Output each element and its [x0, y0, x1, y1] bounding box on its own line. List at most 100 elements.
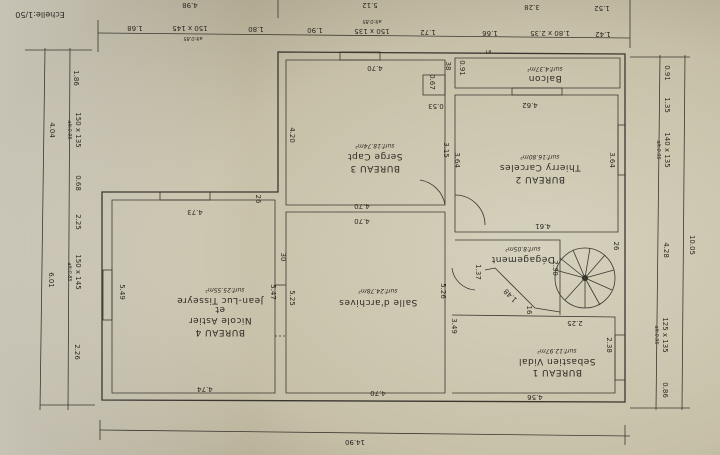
dim-label: 3.28 — [524, 3, 540, 11]
window-label: 150 x 145 — [172, 24, 207, 32]
window-label: 125 x 135 — [661, 317, 669, 352]
room-occupant: Thierry Carceles — [499, 162, 581, 172]
dim-label: 1.68 — [127, 24, 143, 32]
dim-label: 0.91 — [458, 60, 466, 76]
dim-label: 2.30 — [551, 260, 559, 276]
room-surface: surf:4.37m² — [527, 65, 563, 72]
dim-label: 38 — [444, 62, 452, 71]
dim-label: 6.01 — [47, 272, 55, 288]
room-bureau-1: BUREAU 1 Sebastien Vidal surf:12.97m² — [519, 347, 596, 377]
dim-label: 10.05 — [688, 235, 696, 255]
room-surface: surf:24.78m² — [358, 287, 398, 294]
room-conjunction: et — [215, 304, 225, 314]
dim-label: 4.98 — [182, 1, 198, 9]
dim-label: 1.86 — [72, 70, 80, 86]
bottom-dimension: 14.90 — [345, 438, 365, 446]
dim-label: 4.62 — [522, 101, 538, 109]
dim-label: 2.25 — [567, 319, 583, 327]
left-dimensions: 4.04 6.01 1.86 150 x 135 alt:0.95 0.68 2… — [47, 70, 82, 360]
right-dimensions: 0.91 1.35 140 x 135 alt:0.95 4.28 125 x … — [653, 65, 696, 398]
dim-label: 1.72 — [420, 28, 436, 36]
window-height: alt:0.85 — [183, 35, 202, 41]
room-name: BUREAU 1 — [532, 367, 582, 377]
dimension-lines — [25, 0, 690, 445]
dim-label: 4.74 — [197, 385, 213, 393]
window-height: alt:0.95 — [66, 120, 72, 139]
dim-label: 4.28 — [662, 242, 670, 258]
dim-label: 1.90 — [307, 26, 323, 34]
dim-label: 4.70 — [367, 64, 383, 72]
dim-label: 2.26 — [73, 344, 81, 360]
dim-label: 5.49 — [118, 284, 126, 300]
room-name: Salle d'archives — [339, 297, 418, 307]
window-height: alt:0.95 — [653, 325, 659, 344]
window-label: 140 x 135 — [663, 132, 671, 167]
room-occupant: Jean-Luc Tisseyre — [177, 295, 265, 305]
dim-label: 1.52 — [594, 4, 610, 12]
room-name: Dégagement — [491, 254, 554, 265]
room-surface: surf:16.80m² — [520, 153, 560, 160]
room-balcon: Balcon surf:4.37m² — [527, 65, 563, 83]
dim-label: 3.64 — [608, 152, 616, 168]
window-label: 150 x 135 — [74, 112, 82, 147]
dim-label: 4.70 — [370, 389, 386, 397]
dim-label: 4.04 — [48, 122, 56, 138]
window-label: 1.80 x 2.35 — [530, 29, 570, 37]
scale-label: Echelle:1/50 — [15, 10, 64, 19]
dim-label: 4.56 — [527, 393, 543, 401]
room-name: BUREAU 2 — [515, 174, 565, 184]
room-degagement: Dégagement surf:8.05m² — [491, 245, 554, 265]
window-height: alt:0.85 — [362, 18, 381, 24]
dim-label: 5 — [484, 50, 492, 54]
window-label: 150 x 145 — [74, 254, 82, 289]
dim-label: 16 — [525, 306, 533, 315]
dim-label: 0.86 — [661, 382, 669, 398]
dim-label: 3.15 — [442, 142, 450, 158]
window-height: alt:0.85 — [66, 262, 72, 281]
dim-label: 4.20 — [288, 127, 296, 143]
room-occupant: Serge Capt — [348, 151, 403, 161]
dim-label: 0.91 — [663, 65, 671, 81]
dim-label: 5.25 — [288, 290, 296, 306]
room-occupant: Nicole Astier — [188, 315, 251, 325]
dim-label: 1.42 — [595, 30, 611, 38]
dim-label: 1.80 — [248, 25, 264, 33]
room-bureau-2: BUREAU 2 Thierry Carceles surf:16.80m² — [499, 153, 581, 184]
dim-label: 2.25 — [74, 214, 82, 230]
room-name: BUREAU 4 — [195, 327, 245, 337]
dim-label: 26 — [254, 195, 262, 204]
room-surface: surf:18.74m² — [355, 142, 395, 149]
dim-label: 0.68 — [74, 175, 82, 191]
spiral-staircase — [554, 247, 616, 309]
room-surface: surf:25.55m² — [205, 286, 245, 293]
dim-label: 0.67 — [428, 74, 436, 90]
room-surface: surf:12.97m² — [537, 347, 577, 354]
dim-label: 3.49 — [450, 318, 458, 334]
room-name: BUREAU 3 — [350, 163, 400, 173]
window-label: 150 x 135 — [354, 27, 389, 35]
room-bureau-4: BUREAU 4 Nicole Astier et Jean-Luc Tisse… — [177, 286, 265, 337]
dim-label: 3.64 — [453, 152, 461, 168]
dim-label: 1.35 — [663, 97, 671, 113]
dim-label: 0.53 — [428, 102, 444, 110]
dim-label: 30 — [279, 253, 287, 262]
dim-label: 4.73 — [187, 208, 203, 216]
room-bureau-3: BUREAU 3 Serge Capt surf:18.74m² — [348, 142, 403, 173]
room-archives: Salle d'archives surf:24.78m² — [339, 287, 418, 307]
dim-label: 5.26 — [439, 283, 447, 299]
dim-label: 1.66 — [482, 29, 498, 37]
dim-label: 26 — [612, 242, 620, 251]
room-name: Balcon — [528, 73, 561, 83]
room-occupant: Sebastien Vidal — [519, 356, 596, 366]
dim-label: 5.47 — [269, 284, 277, 300]
walls — [101, 51, 626, 403]
dim-label: 2.38 — [605, 337, 613, 353]
dim-label: 4.61 — [535, 222, 551, 230]
window-height: alt:0.95 — [655, 140, 661, 159]
dim-label: 5.12 — [362, 1, 378, 9]
top-dimensions: 4.98 5.12 3.28 1.52 1.68 150 x 145 alt:0… — [127, 1, 611, 41]
dim-label: 1.37 — [474, 264, 482, 280]
dim-label: 4.70 — [354, 217, 370, 225]
